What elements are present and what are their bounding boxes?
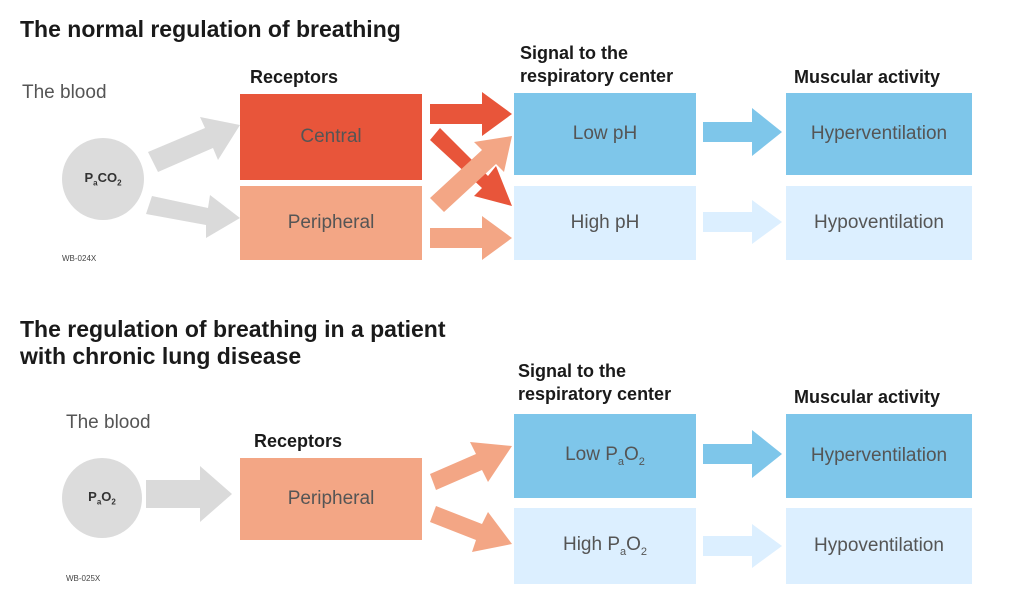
receptor-peripheral-label-2: Peripheral — [287, 488, 375, 509]
receptor-peripheral-box: Peripheral — [240, 186, 422, 260]
blue-arrow-low-to-hyper — [703, 108, 782, 156]
salmon-arrow-peripheral-to-low-2 — [430, 442, 512, 490]
section1-code: WB-024X — [62, 254, 97, 263]
section1-signal-header: Signal to the respiratory center — [520, 42, 673, 88]
section2-blood-label: The blood — [66, 412, 151, 433]
section1-title: The normal regulation of breathing — [20, 16, 401, 42]
paco2-circle: PaCO2 — [62, 138, 144, 220]
receptor-peripheral-box-2: Peripheral — [240, 458, 422, 540]
section2-signal-header-line2: respiratory center — [518, 384, 672, 404]
section2-signal-header-line1: Signal to the — [518, 361, 626, 381]
section2-title-line2: with chronic lung disease — [20, 343, 302, 369]
paco2-label: PaCO2 — [84, 170, 122, 188]
activity-hypo-label: Hypoventilation — [814, 212, 944, 233]
signal-high-pao2-label: High PaO2 — [562, 534, 648, 558]
activity-hyper-label: Hyperventilation — [810, 123, 948, 144]
section1-blood-label: The blood — [22, 82, 107, 103]
pao2-label: PaO2 — [88, 489, 116, 507]
salmon-arrow-peripheral-to-low — [430, 136, 512, 212]
blue-arrow-high-to-hypo-2 — [703, 524, 782, 568]
activity-hypo-label-2: Hypoventilation — [814, 535, 944, 556]
section1-receptors-header: Receptors — [250, 67, 339, 87]
salmon-arrow-peripheral-to-high — [430, 216, 512, 260]
activity-hyper-box: Hyperventilation — [786, 93, 972, 175]
receptor-central-label: Central — [300, 126, 362, 147]
section1-signal-header-line1: Signal to the — [520, 43, 628, 63]
activity-hyper-label-2: Hyperventilation — [810, 445, 948, 466]
section1-muscular-header: Muscular activity — [794, 67, 941, 87]
section2-signal-header: Signal to the respiratory center — [518, 360, 671, 406]
section2-muscular-header: Muscular activity — [794, 387, 941, 407]
signal-low-pao2-box: Low PaO2 — [514, 414, 696, 498]
receptor-peripheral-label: Peripheral — [287, 212, 375, 233]
grey-arrow-to-peripheral-2 — [146, 466, 232, 522]
section1-signal-header-line2: respiratory center — [520, 66, 674, 86]
section2-code: WB-025X — [66, 574, 101, 583]
signal-high-pao2-box: High PaO2 — [514, 508, 696, 584]
blue-arrow-low-to-hyper-2 — [703, 430, 782, 478]
grey-arrow-to-central — [148, 117, 240, 172]
activity-hypo-box: Hypoventilation — [786, 186, 972, 260]
signal-high-ph-box: High pH — [514, 186, 696, 260]
signal-low-ph-label: Low pH — [572, 123, 638, 144]
activity-hyper-box-2: Hyperventilation — [786, 414, 972, 498]
activity-hypo-box-2: Hypoventilation — [786, 508, 972, 584]
blue-arrow-high-to-hypo — [703, 200, 782, 244]
receptor-central-box: Central — [240, 94, 422, 180]
signal-low-ph-box: Low pH — [514, 93, 696, 175]
signal-low-pao2-label: Low PaO2 — [565, 444, 645, 468]
section2-title: The regulation of breathing in a patient… — [20, 316, 446, 370]
grey-arrow-to-peripheral — [146, 195, 240, 238]
red-arrow-central-to-low — [430, 92, 512, 136]
pao2-circle: PaO2 — [62, 458, 142, 538]
section2-receptors-header: Receptors — [254, 431, 343, 451]
section2-title-line1: The regulation of breathing in a patient — [20, 316, 446, 342]
signal-high-ph-label: High pH — [570, 212, 640, 233]
salmon-arrow-peripheral-to-high-2 — [430, 506, 512, 552]
